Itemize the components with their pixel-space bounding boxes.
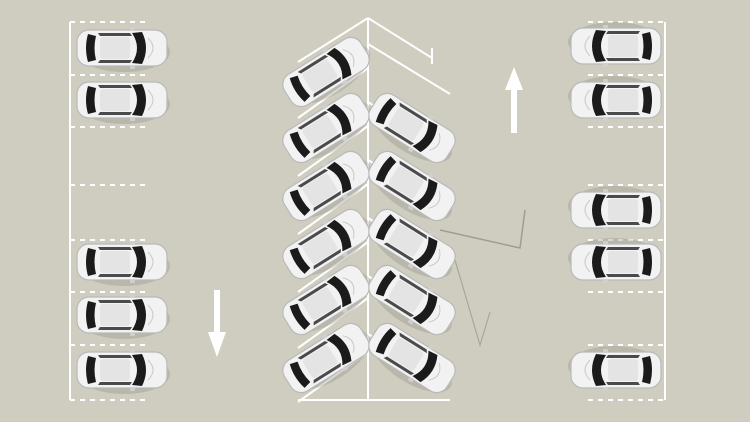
car-icon — [567, 21, 662, 68]
car-icon — [567, 237, 662, 284]
car-icon — [76, 26, 171, 73]
sketch-lines — [439, 209, 526, 348]
car-icon — [567, 75, 662, 122]
car-icon — [567, 185, 662, 232]
stall-diagonal-line — [367, 43, 451, 95]
car-icon — [76, 78, 171, 125]
car-icon — [76, 240, 171, 287]
arrow-down-icon — [208, 290, 226, 357]
car-icon — [76, 293, 171, 340]
car-icon — [76, 348, 171, 395]
car-icon — [567, 345, 662, 392]
chevron-line — [367, 17, 433, 59]
chevron-line — [297, 17, 369, 63]
arrow-up-icon — [505, 67, 523, 133]
